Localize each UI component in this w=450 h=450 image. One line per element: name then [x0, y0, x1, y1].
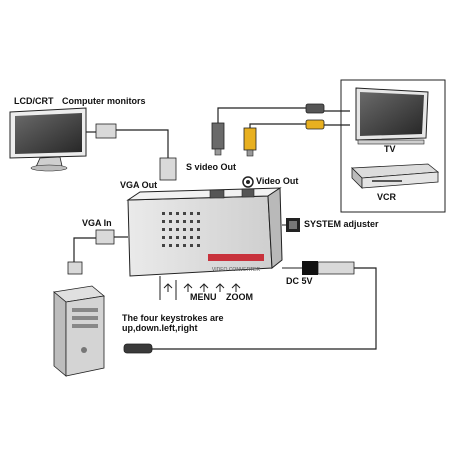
label-video-out: Video Out: [256, 176, 299, 186]
label-lcd-crt: LCD/CRT: [14, 96, 54, 106]
label-zoom: ZOOM: [226, 292, 253, 302]
label-vga-in: VGA In: [82, 218, 112, 228]
keystroke-note-line1: The four keystrokes are: [122, 313, 224, 323]
label-dc-5v: DC 5V: [286, 276, 313, 286]
label-system-adjuster: SYSTEM adjuster: [304, 219, 379, 229]
label-vcr: VCR: [377, 192, 397, 202]
vga-plug-out-icon: [159, 157, 177, 181]
vcr-icon: [351, 163, 440, 189]
lcd-monitor-icon: [9, 107, 87, 172]
rca-plug-icon: [243, 127, 257, 151]
rca-plug-top-icon: [305, 119, 325, 130]
s-video-plug-top-icon: [305, 103, 325, 114]
usb-plug-icon: [123, 343, 153, 354]
keystroke-note-line2: up,down.left,right: [122, 323, 198, 333]
vga-plug-in-icon: [95, 229, 115, 245]
menu-zoom-arrows-icon: [159, 276, 241, 300]
label-computer-monitors: Computer monitors: [62, 96, 146, 106]
s-video-plug-icon: [211, 122, 225, 150]
label-menu: MENU: [190, 292, 217, 302]
vga-plug-computer-icon: [67, 261, 83, 275]
device-panel-text: VIDEO CONVERTER: [212, 267, 261, 273]
tv-icon: [355, 87, 429, 145]
video-converter-box: VIDEO CONVERTER: [126, 187, 283, 277]
computer-tower-icon: [53, 285, 105, 377]
label-tv: TV: [384, 144, 396, 154]
label-vga-out: VGA Out: [120, 180, 158, 190]
keystroke-note: The four keystrokes are up,down.left,rig…: [122, 313, 252, 333]
vga-plug-monitor-icon: [95, 123, 117, 139]
label-s-video-out: S video Out: [186, 162, 237, 172]
dc-barrel-plug-icon: [317, 261, 355, 275]
dc-jack-icon: [302, 261, 318, 275]
